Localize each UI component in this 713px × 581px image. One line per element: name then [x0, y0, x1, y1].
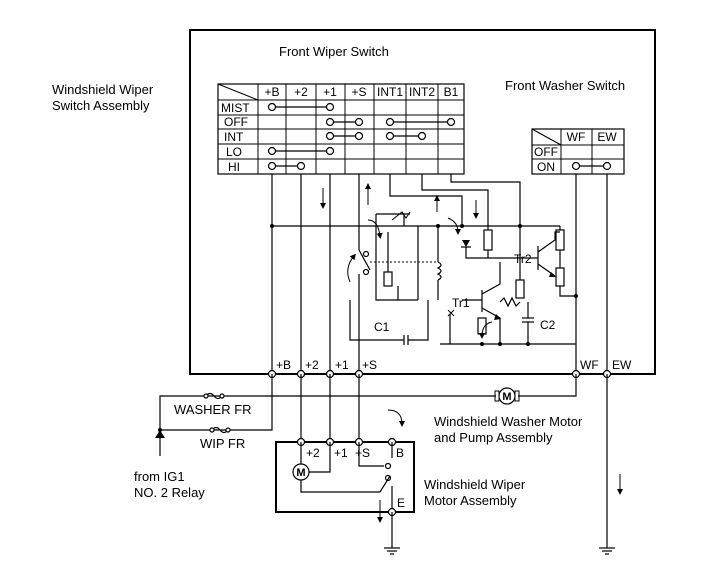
wiper-col-header: INT1 — [377, 85, 403, 99]
wiper-connections — [267, 102, 456, 171]
switch-assembly-box — [189, 29, 656, 375]
wiper-row-header: OFF — [224, 115, 248, 129]
motor-terminal-label: +2 — [306, 446, 320, 460]
washer-motor-label-line1: Windshield Washer Motor — [434, 414, 583, 429]
washer-fr-label: WASHER FR — [174, 402, 252, 417]
front-wiper-switch-label: Front Wiper Switch — [279, 44, 389, 59]
wiper-motor-m: M — [296, 467, 305, 479]
motor-terminal-label: +S — [355, 446, 370, 460]
motor-terminal-label: +1 — [334, 446, 348, 460]
wiper-col-header: B1 — [444, 85, 459, 99]
source-label-line2: NO. 2 Relay — [134, 485, 205, 500]
wiper-col-header: +1 — [323, 85, 337, 99]
terminal-label: +S — [362, 358, 377, 372]
wiper-col-header: INT2 — [409, 85, 435, 99]
wiper-motor-assembly: +2 +1 +S B M E — [275, 437, 415, 548]
assembly-label-line2: Switch Assembly — [52, 98, 150, 113]
wiper-motor-label-line2: Motor Assembly — [424, 493, 517, 508]
terminal-label: +B — [276, 358, 291, 372]
c2-label: C2 — [540, 318, 556, 332]
washer-switch-table: WF EW OFF ON — [531, 128, 625, 175]
source-label-line1: from IG1 — [134, 469, 185, 484]
terminal-label: +1 — [335, 358, 349, 372]
washer-row-header: ON — [537, 160, 555, 174]
front-washer-switch-label: Front Washer Switch — [505, 78, 625, 93]
wip-fr-label: WIP FR — [200, 436, 245, 451]
tr2-label: Tr2 — [514, 252, 532, 266]
terminal-label: WF — [580, 358, 599, 372]
tr1-label: Tr1 — [452, 296, 470, 310]
wiper-col-header: +2 — [294, 85, 308, 99]
terminal-label: +2 — [305, 358, 319, 372]
motor-terminal-label: B — [396, 446, 404, 460]
ground-symbols — [384, 547, 615, 555]
wiper-col-header: +B — [264, 85, 279, 99]
washer-motor-m: M — [502, 391, 511, 403]
wiper-col-header: +S — [351, 85, 366, 99]
wiper-row-header: INT — [224, 130, 244, 144]
wiper-switch-table: +B +2 +1 +S INT1 INT2 B1 MIST OFF INT LO… — [217, 83, 465, 175]
terminal-label: EW — [612, 358, 632, 372]
wiper-row-header: MIST — [221, 101, 250, 115]
washer-motor-label-line2: and Pump Assembly — [434, 430, 553, 445]
wiper-motor-label-line1: Windshield Wiper — [424, 477, 526, 492]
wiper-row-header: HI — [228, 160, 240, 174]
internal-wiring: Tr2 Tr1 C2 — [270, 174, 608, 374]
wiper-row-header: LO — [226, 145, 242, 159]
external-wiring: M WASHER FR WIP FR from IG1 NO. 2 Relay — [134, 374, 623, 548]
washer-col-header: WF — [567, 130, 586, 144]
washer-row-header: OFF — [534, 145, 558, 159]
c1-label: C1 — [374, 320, 390, 334]
washer-col-header: EW — [597, 130, 617, 144]
assembly-label-line1: Windshield Wiper — [52, 82, 154, 97]
motor-terminal-label: E — [397, 496, 405, 510]
